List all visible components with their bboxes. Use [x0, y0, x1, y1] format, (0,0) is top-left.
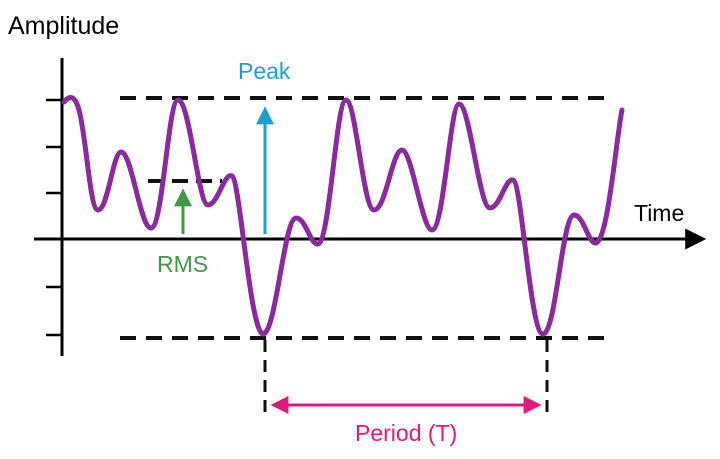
y-axis-label: Amplitude: [8, 12, 119, 40]
period-label: Period (T): [355, 420, 457, 446]
x-axis-label: Time: [634, 200, 684, 226]
y-axis-ticks: [46, 98, 62, 337]
waveform-curve: [61, 95, 625, 337]
rms-label: RMS: [157, 251, 208, 277]
peak-label: Peak: [238, 58, 291, 84]
